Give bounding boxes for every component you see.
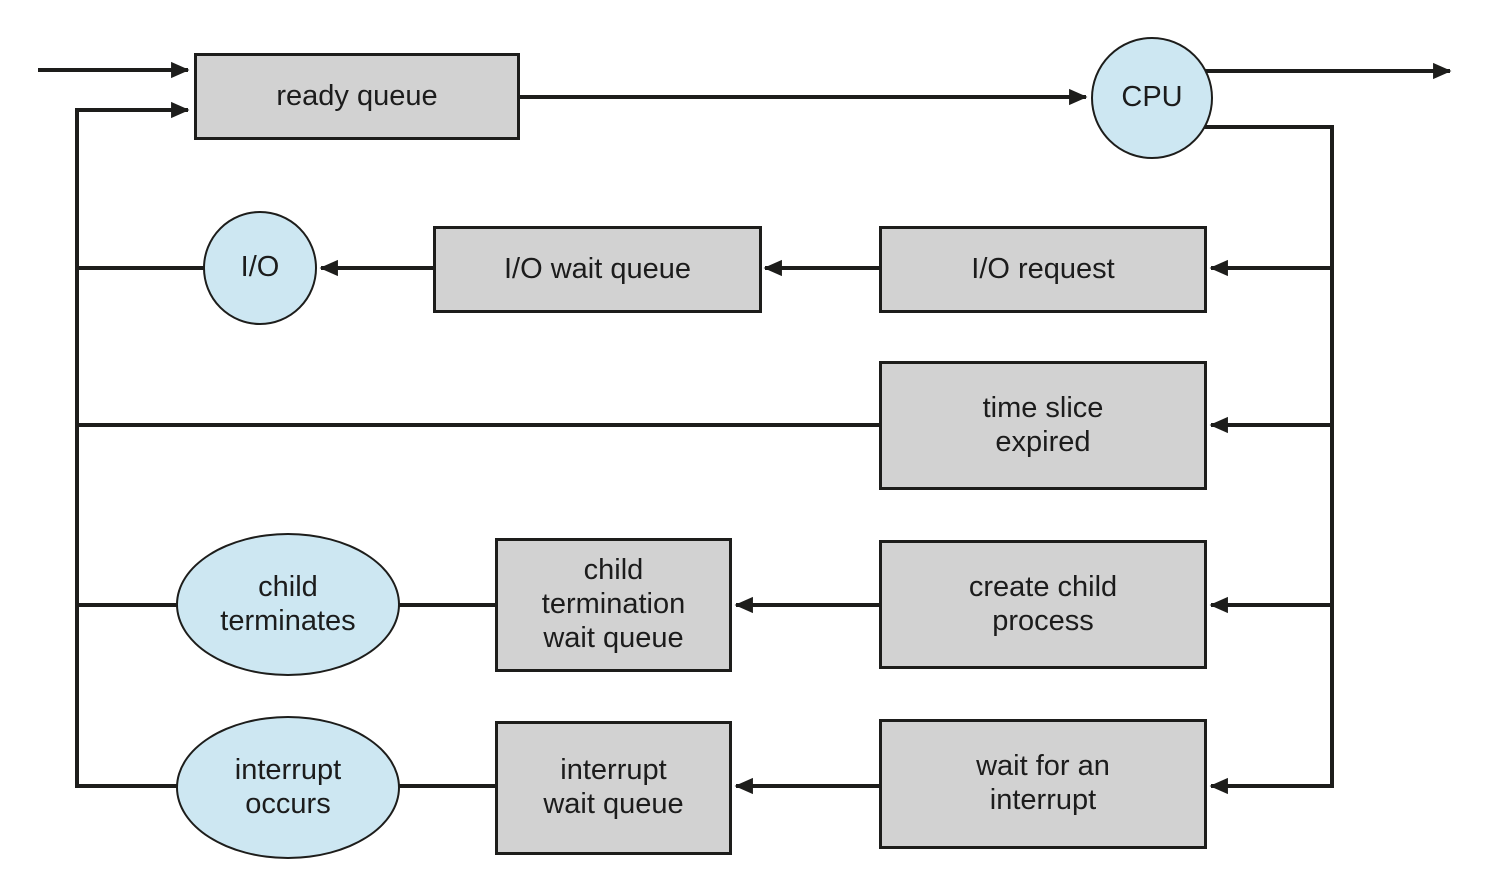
interrupt-occurs-ellipse: interrupt occurs [176, 716, 400, 859]
interrupt-wait-queue-box: interrupt wait queue [495, 721, 732, 855]
arrow-cpu-rail-to-wait-for-interrupt [1202, 125, 1334, 795]
ready-queue-box: ready queue [194, 53, 520, 140]
arrow-feedback-rail-to-ready-queue [75, 101, 190, 788]
create-child-process-box: create child process [879, 540, 1207, 669]
cpu-circle: CPU [1091, 37, 1213, 159]
wait-for-an-interrupt-box: wait for an interrupt [879, 719, 1207, 849]
child-terminates-ellipse: child terminates [176, 533, 400, 676]
io-circle: I/O [203, 211, 317, 325]
io-request-box: I/O request [879, 226, 1207, 313]
io-wait-queue-box: I/O wait queue [433, 226, 762, 313]
time-slice-expired-box: time slice expired [879, 361, 1207, 490]
child-termination-wait-queue-box: child termination wait queue [495, 538, 732, 672]
